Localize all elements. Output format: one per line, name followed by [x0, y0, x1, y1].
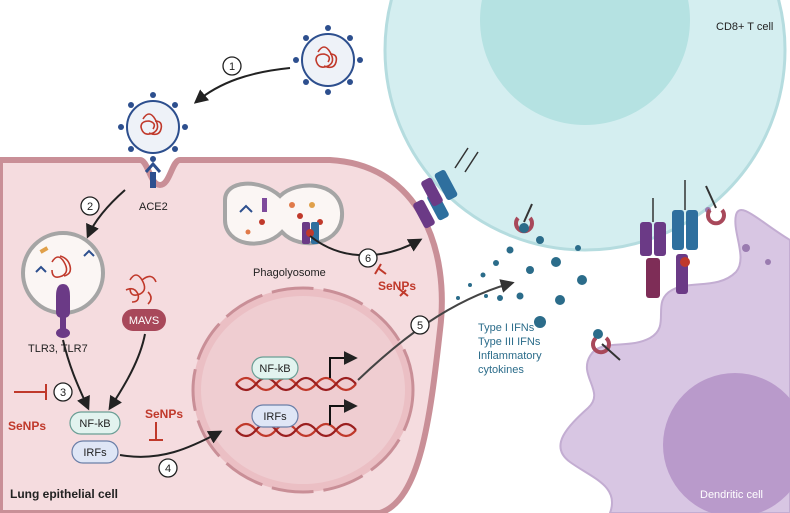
ace2-receptor [144, 161, 162, 188]
step-6: 6 [358, 248, 378, 268]
svg-text:4: 4 [165, 463, 171, 475]
svg-text:2: 2 [87, 201, 93, 213]
transcription-arrow-nfkb [329, 351, 358, 378]
svg-text:Inflammatory: Inflammatory [478, 350, 542, 362]
senps-label-6: SeNPs [378, 279, 416, 293]
phagolysosome [223, 181, 345, 246]
mavs-complex: MAVS [122, 274, 166, 331]
svg-text:IRFs: IRFs [263, 411, 287, 423]
step-3: 3 [53, 382, 73, 402]
cyto-irfs-pill: IRFs [71, 440, 119, 464]
dendritic-cell [559, 207, 790, 513]
transcription-arrow-irfs [329, 399, 358, 425]
svg-text:MAVS: MAVS [129, 315, 159, 327]
svg-text:NF-kB: NF-kB [79, 418, 110, 430]
nucleus-irfs-pill: IRFs [251, 404, 299, 428]
dendritic-label: Dendritic cell [700, 489, 763, 501]
step-4: 4 [158, 458, 178, 478]
svg-text:5: 5 [417, 320, 423, 332]
mhc-tcr-complex-2 [640, 198, 666, 298]
svg-text:cytokines: cytokines [478, 364, 524, 376]
svg-text:6: 6 [365, 253, 371, 265]
tlr-label: TLR3, TLR7 [28, 343, 88, 355]
step-2: 2 [80, 196, 100, 216]
cytokine-receptor [514, 185, 726, 361]
ace2-label: ACE2 [139, 201, 168, 213]
phagolysosome-label: Phagolyosome [253, 267, 326, 279]
senps-label-4: SeNPs [145, 407, 183, 421]
cytokine-list: Type I IFNs Type III IFNs Inflammatory c… [478, 322, 542, 376]
svg-text:IRFs: IRFs [83, 447, 107, 459]
step-markers: 1 2 3 4 5 6 [53, 56, 430, 478]
svg-text:Type I IFNs: Type I IFNs [478, 322, 535, 334]
step-1: 1 [222, 56, 242, 76]
senps-label-3: SeNPs [8, 419, 46, 433]
virus-bound [118, 92, 188, 162]
svg-text:1: 1 [229, 61, 235, 73]
cytokine-particles [456, 236, 587, 328]
dna-nfkb [235, 376, 357, 392]
senps-inhibitors [14, 263, 409, 441]
virus-free [293, 25, 363, 95]
nucleus-nfkb-pill: NF-kB [251, 356, 299, 380]
cd8-label: CD8+ T cell [716, 21, 773, 33]
step-5: 5 [410, 315, 430, 335]
tlr-receptor [56, 284, 70, 338]
mhc-tcr-complex-3 [672, 180, 698, 294]
svg-text:3: 3 [60, 387, 66, 399]
svg-text:Type III IFNs: Type III IFNs [478, 336, 541, 348]
svg-text:NF-kB: NF-kB [259, 363, 290, 375]
lung-label: Lung epithelial cell [10, 487, 118, 501]
dna-irfs [235, 422, 357, 438]
cyto-nfkb-pill: NF-kB [69, 411, 121, 435]
mhc-tcr-complex-1 [413, 147, 479, 229]
